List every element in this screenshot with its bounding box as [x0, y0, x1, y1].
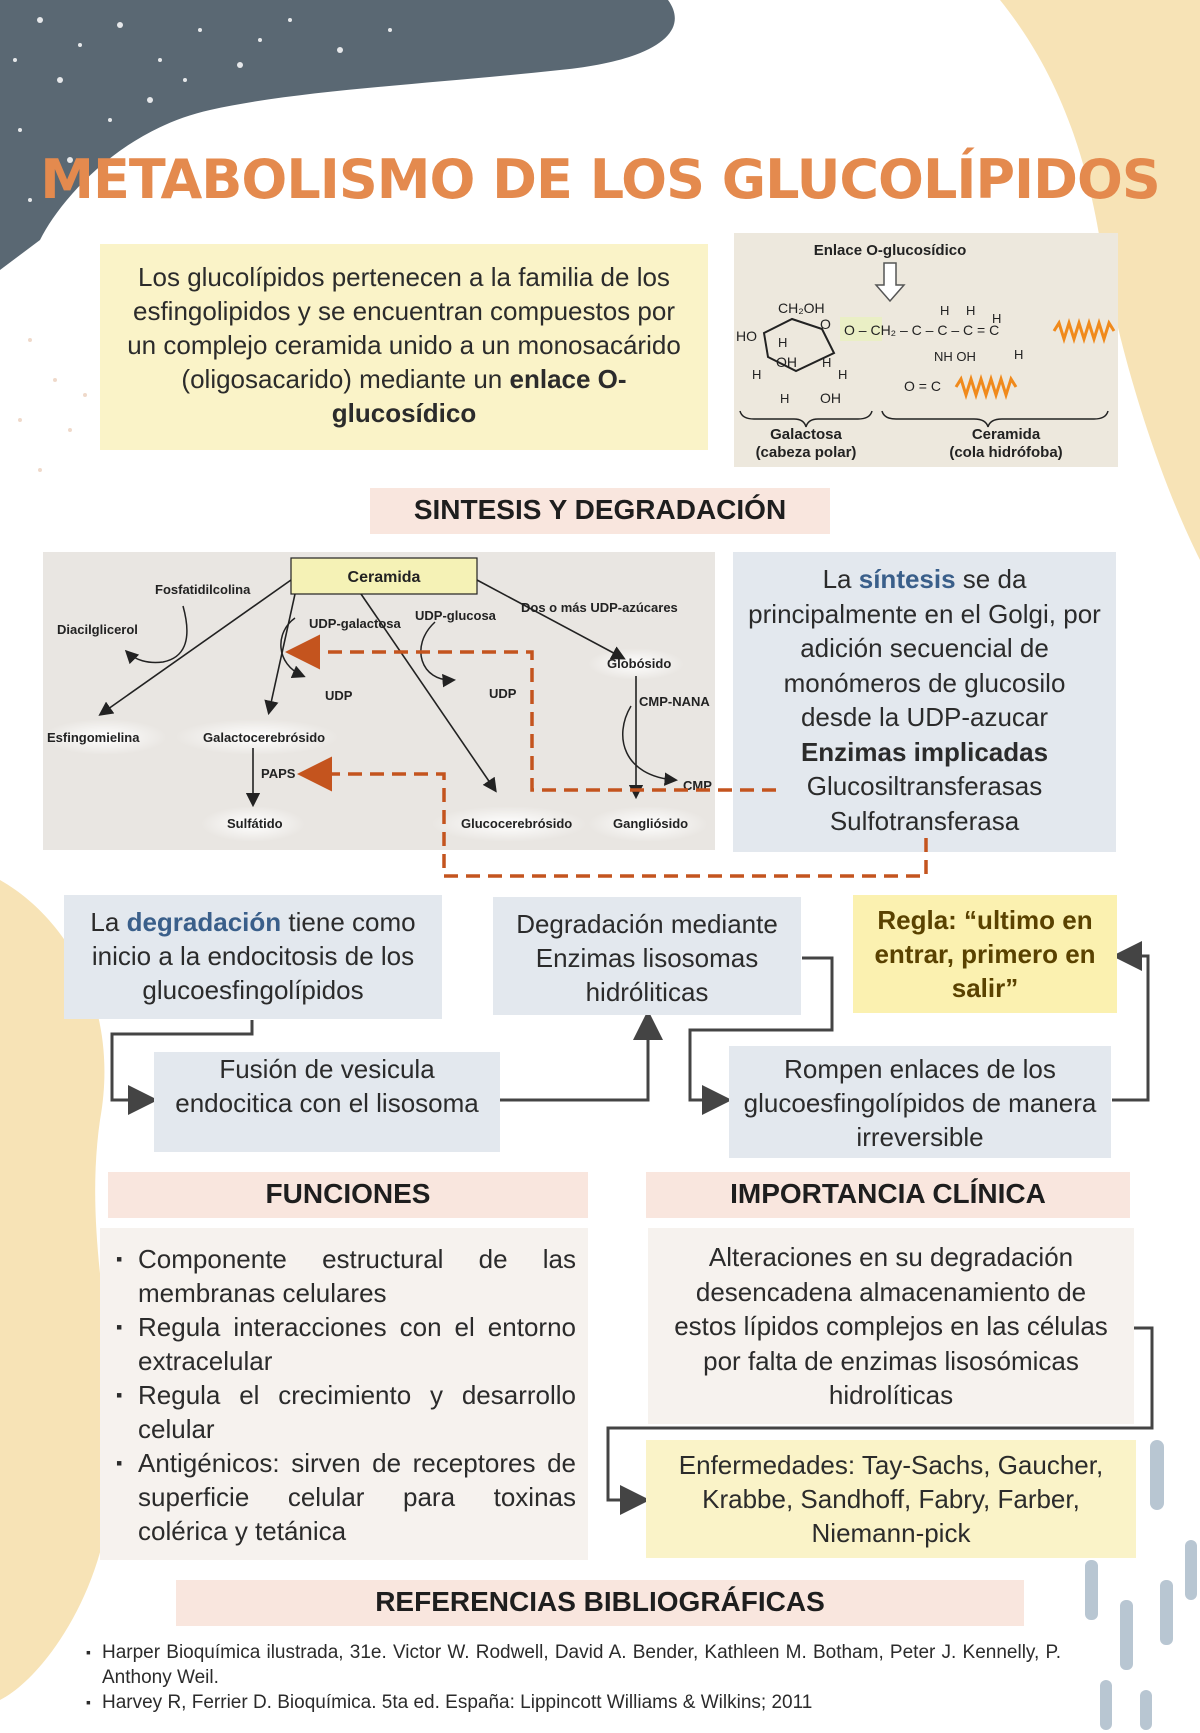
label-galactosa-sub: (cabeza polar)	[756, 444, 857, 461]
atom-h7: H	[966, 303, 975, 318]
label-udp-galactosa: UDP-galactosa	[309, 616, 402, 631]
intro-bold: enlace O-glucosídico	[331, 364, 627, 428]
rompen-box: Rompen enlaces de los glucoesfingolípido…	[729, 1046, 1111, 1158]
label-globosido: Globósido	[607, 656, 671, 671]
intro-box: Los glucolípidos pertenecen a la familia…	[100, 244, 708, 450]
rompen-text: Rompen enlaces de los glucoesfingolípido…	[743, 1054, 1097, 1152]
references: Harper Bioquímica ilustrada, 31e. Victor…	[86, 1640, 1061, 1715]
tail-zigzag-2	[954, 373, 1018, 401]
degradation-text-1: La	[90, 907, 127, 937]
enzymes-box: Degradación mediante Enzimas lisosomas h…	[493, 897, 801, 1015]
enfermedades-box: Enfermedades: Tay-Sachs, Gaucher, Krabbe…	[646, 1440, 1136, 1558]
funcion-item: Regula el crecimiento y desarrollo celul…	[112, 1378, 576, 1446]
degradation-box: La degradación tiene como inicio a la en…	[64, 895, 442, 1019]
degradation-text-2: tiene como inicio a la endocitosis de lo…	[91, 907, 416, 1005]
ceramida-node	[290, 557, 478, 595]
heading-funciones: FUNCIONES	[108, 1172, 588, 1218]
funcion-item: Regula interacciones con el entorno extr…	[112, 1310, 576, 1378]
reference-item: Harper Bioquímica ilustrada, 31e. Victor…	[86, 1640, 1061, 1690]
atom-h1: H	[778, 335, 787, 350]
synthesis-text-2: se da principalmente en el Golgi, por ad…	[748, 564, 1101, 732]
label-paps: PAPS	[261, 766, 296, 781]
clinica-box: Alteraciones en su degradación desencade…	[648, 1228, 1134, 1424]
rule-box: Regla: “ultimo en entrar, primero en sal…	[853, 895, 1117, 1013]
atom-h2: H	[822, 355, 831, 370]
sugar-ring-shape	[762, 317, 836, 373]
intro-text: Los glucolípidos pertenecen a la familia…	[127, 262, 681, 394]
funciones-list: Componente estructural de las membranas …	[112, 1242, 576, 1548]
fusion-text: Fusión de vesicula endocitica con el lis…	[175, 1054, 479, 1118]
label-fosfatidilcolina: Fosfatidilcolina	[155, 582, 251, 597]
atom-o-ring: O	[820, 316, 831, 332]
heading-referencias: REFERENCIAS BIBLIOGRÁFICAS	[176, 1580, 1024, 1626]
synthesis-box: La síntesis se da principalmente en el G…	[733, 552, 1116, 852]
label-esfingomielina: Esfingomielina	[47, 730, 140, 745]
label-sulfatido: Sulfátido	[227, 816, 283, 831]
heading-clinica: IMPORTANCIA CLÍNICA	[646, 1172, 1130, 1218]
atom-oh2: OH	[820, 390, 841, 406]
label-gangliosido: Gangliósido	[613, 816, 688, 831]
tail-zigzag-1	[1052, 317, 1116, 345]
atom-h4: H	[838, 367, 847, 382]
page-title: METABOLISMO DE LOS GLUCOLÍPIDOS	[40, 148, 1161, 211]
funcion-item: Antigénicos: sirven de receptores de sup…	[112, 1446, 576, 1548]
label-enlace: Enlace O-glucosídico	[814, 242, 967, 259]
atom-h8: H	[992, 311, 1001, 326]
reference-item: Harvey R, Ferrier D. Bioquímica. 5ta ed.…	[86, 1690, 1061, 1715]
enzyme-2: Sulfotransferasa	[829, 805, 1020, 836]
funciones-box: Componente estructural de las membranas …	[100, 1228, 588, 1560]
label-cmp-nana: CMP-NANA	[639, 694, 710, 709]
heading-sintesis: SINTESIS Y DEGRADACIÓN	[370, 488, 830, 534]
label-ceramida: Ceramida	[972, 426, 1041, 443]
atom-oc: O = C	[904, 378, 941, 394]
enzyme-1: Glucosiltransferasas	[806, 771, 1043, 801]
atom-oh1: OH	[776, 354, 797, 370]
label-udp-glucosa: UDP-glucosa	[415, 608, 497, 623]
rule-text: Regla: “ultimo en entrar, primero en sal…	[874, 905, 1096, 1003]
atom-h5: H	[780, 391, 789, 406]
structure-svg: Enlace O-glucosídico CH₂OH HO O H OH H H…	[736, 242, 1116, 461]
enzymes-text: Degradación mediante Enzimas lisosomas h…	[516, 909, 778, 1007]
pathway-svg: Ceramida Fosfatidilcolina Diacilglicerol…	[43, 557, 712, 842]
label-udp-2: UDP	[489, 686, 517, 701]
label-galactosa: Galactosa	[770, 426, 842, 443]
label-glucocerebrosido: Glucocerebrósido	[461, 816, 572, 831]
atom-ho: HO	[736, 328, 757, 344]
down-arrow-icon	[874, 262, 906, 303]
synthesis-text-1: La	[822, 564, 859, 594]
label-dos-udp: Dos o más UDP-azúcares	[521, 600, 678, 615]
label-diacilglicerol: Diacilglicerol	[57, 622, 138, 637]
chain-text: O – CH₂ – C – C – C = C	[844, 322, 999, 338]
node-ceramida: Ceramida	[348, 569, 421, 586]
label-ceramida-sub: (cola hidrófoba)	[949, 444, 1062, 461]
pathway-diagram: Ceramida Fosfatidilcolina Diacilglicerol…	[43, 552, 715, 850]
enzymes-title: Enzimas implicadas	[800, 736, 1049, 767]
atom-h3: H	[752, 367, 761, 382]
degradation-keyword: degradación	[126, 907, 282, 937]
atom-nhoh: NH OH	[934, 349, 976, 364]
label-udp-1: UDP	[325, 688, 353, 703]
synthesis-keyword: síntesis	[858, 564, 956, 594]
clinica-text: Alteraciones en su degradación desencade…	[674, 1242, 1108, 1410]
enfermedades-text: Enfermedades: Tay-Sachs, Gaucher, Krabbe…	[678, 1450, 1104, 1548]
structure-figure: Enlace O-glucosídico CH₂OH HO O H OH H H…	[734, 233, 1118, 467]
label-galactocerebrosido: Galactocerebrósido	[203, 730, 325, 745]
atom-h9: H	[1014, 347, 1023, 362]
atom-ch2oh: CH₂OH	[778, 300, 825, 316]
fusion-box: Fusión de vesicula endocitica con el lis…	[154, 1052, 500, 1152]
atom-h6: H	[940, 303, 949, 318]
funcion-item: Componente estructural de las membranas …	[112, 1242, 576, 1310]
